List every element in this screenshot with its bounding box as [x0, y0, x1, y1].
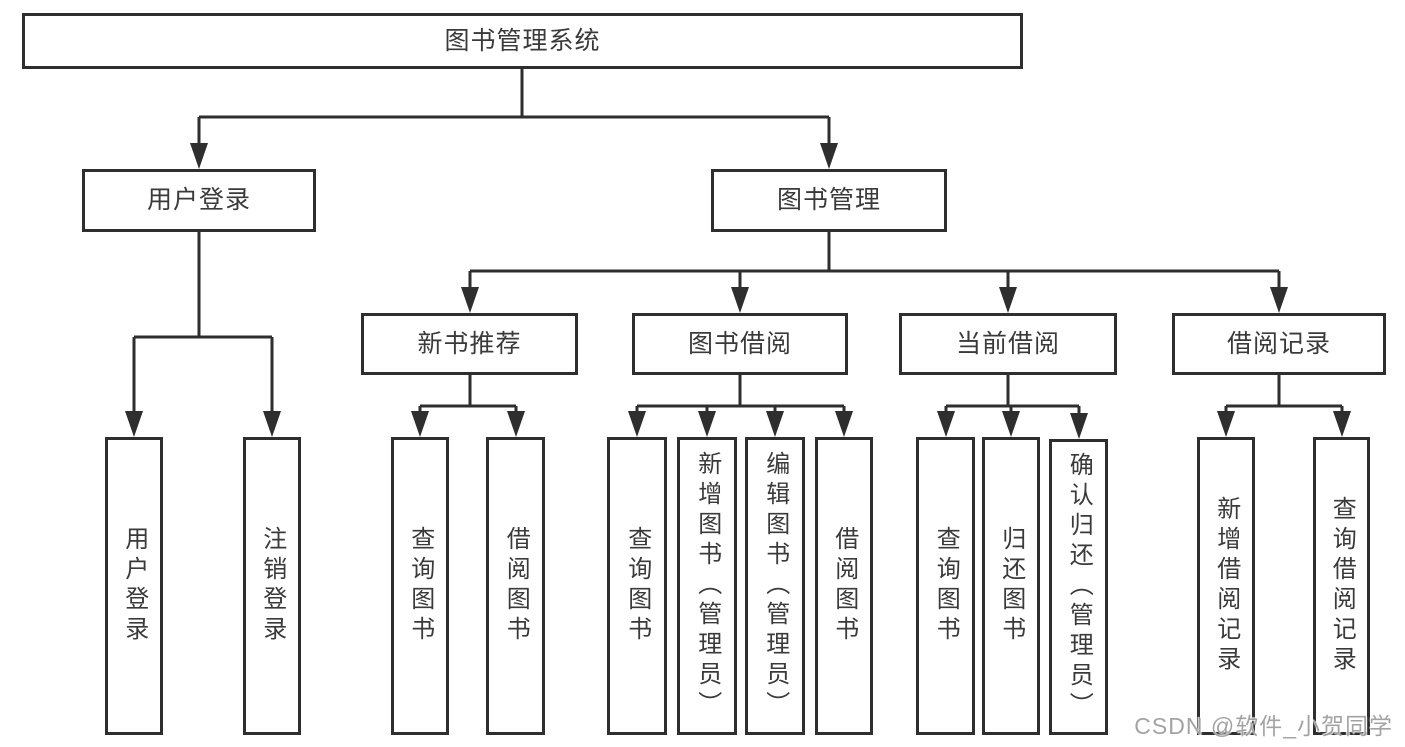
node-root-system: 图书管理系统: [22, 13, 1023, 69]
connector-line: [197, 69, 831, 149]
connector-line: [418, 375, 518, 417]
arrowhead-icon: [835, 411, 853, 437]
arrowhead-icon: [507, 411, 525, 437]
arrowhead-icon: [1217, 411, 1235, 437]
csdn-watermark: CSDN @软件_小贺同学: [1134, 713, 1393, 739]
node-new-book-recommend: 新书推荐: [361, 313, 578, 375]
node-leaf-user-login: 用户登录: [105, 437, 163, 735]
node-leaf-return-book: 归还图书: [982, 437, 1040, 735]
arrowhead-icon: [731, 287, 749, 313]
node-borrow-record: 借阅记录: [1172, 313, 1386, 375]
connector-line: [944, 375, 1081, 419]
connector-line: [1224, 375, 1344, 417]
node-user-login: 用户登录: [82, 169, 316, 232]
connector-line: [468, 232, 1281, 293]
node-leaf-query-book-2: 查询图书: [607, 437, 667, 735]
connector-line: [132, 232, 274, 417]
arrowhead-icon: [125, 411, 143, 437]
arrowhead-icon: [1333, 411, 1351, 437]
node-current-borrow: 当前借阅: [899, 313, 1117, 375]
node-leaf-query-book-1: 查询图书: [391, 437, 449, 735]
arrowhead-icon: [461, 287, 479, 313]
arrowhead-icon: [1070, 413, 1088, 439]
arrowhead-icon: [190, 143, 208, 169]
arrowhead-icon: [411, 411, 429, 437]
arrowhead-icon: [263, 411, 281, 437]
arrowhead-icon: [1270, 287, 1288, 313]
arrowhead-icon: [1002, 411, 1020, 437]
node-leaf-borrow-book-1: 借阅图书: [486, 437, 545, 735]
node-leaf-query-borrow-record: 查询借阅记录: [1313, 437, 1370, 735]
arrowhead-icon: [698, 411, 716, 437]
arrowhead-icon: [999, 287, 1017, 313]
arrowhead-icon: [766, 411, 784, 437]
node-leaf-query-book-3: 查询图书: [916, 437, 975, 735]
node-leaf-edit-book-admin: 编辑图书（管理员）: [745, 437, 805, 735]
node-leaf-logout: 注销登录: [243, 437, 301, 735]
arrowhead-icon: [937, 411, 955, 437]
arrowhead-icon: [820, 143, 838, 169]
node-leaf-confirm-return-admin: 确认归还（管理员）: [1049, 439, 1108, 735]
node-book-management: 图书管理: [711, 169, 947, 232]
node-leaf-borrow-book-2: 借阅图书: [815, 437, 873, 735]
arrowhead-icon: [628, 411, 646, 437]
node-leaf-add-borrow-record: 新增借阅记录: [1197, 437, 1255, 735]
node-book-borrow: 图书借阅: [632, 313, 848, 375]
node-leaf-add-book-admin: 新增图书（管理员）: [677, 437, 737, 735]
connector-line: [635, 375, 846, 417]
